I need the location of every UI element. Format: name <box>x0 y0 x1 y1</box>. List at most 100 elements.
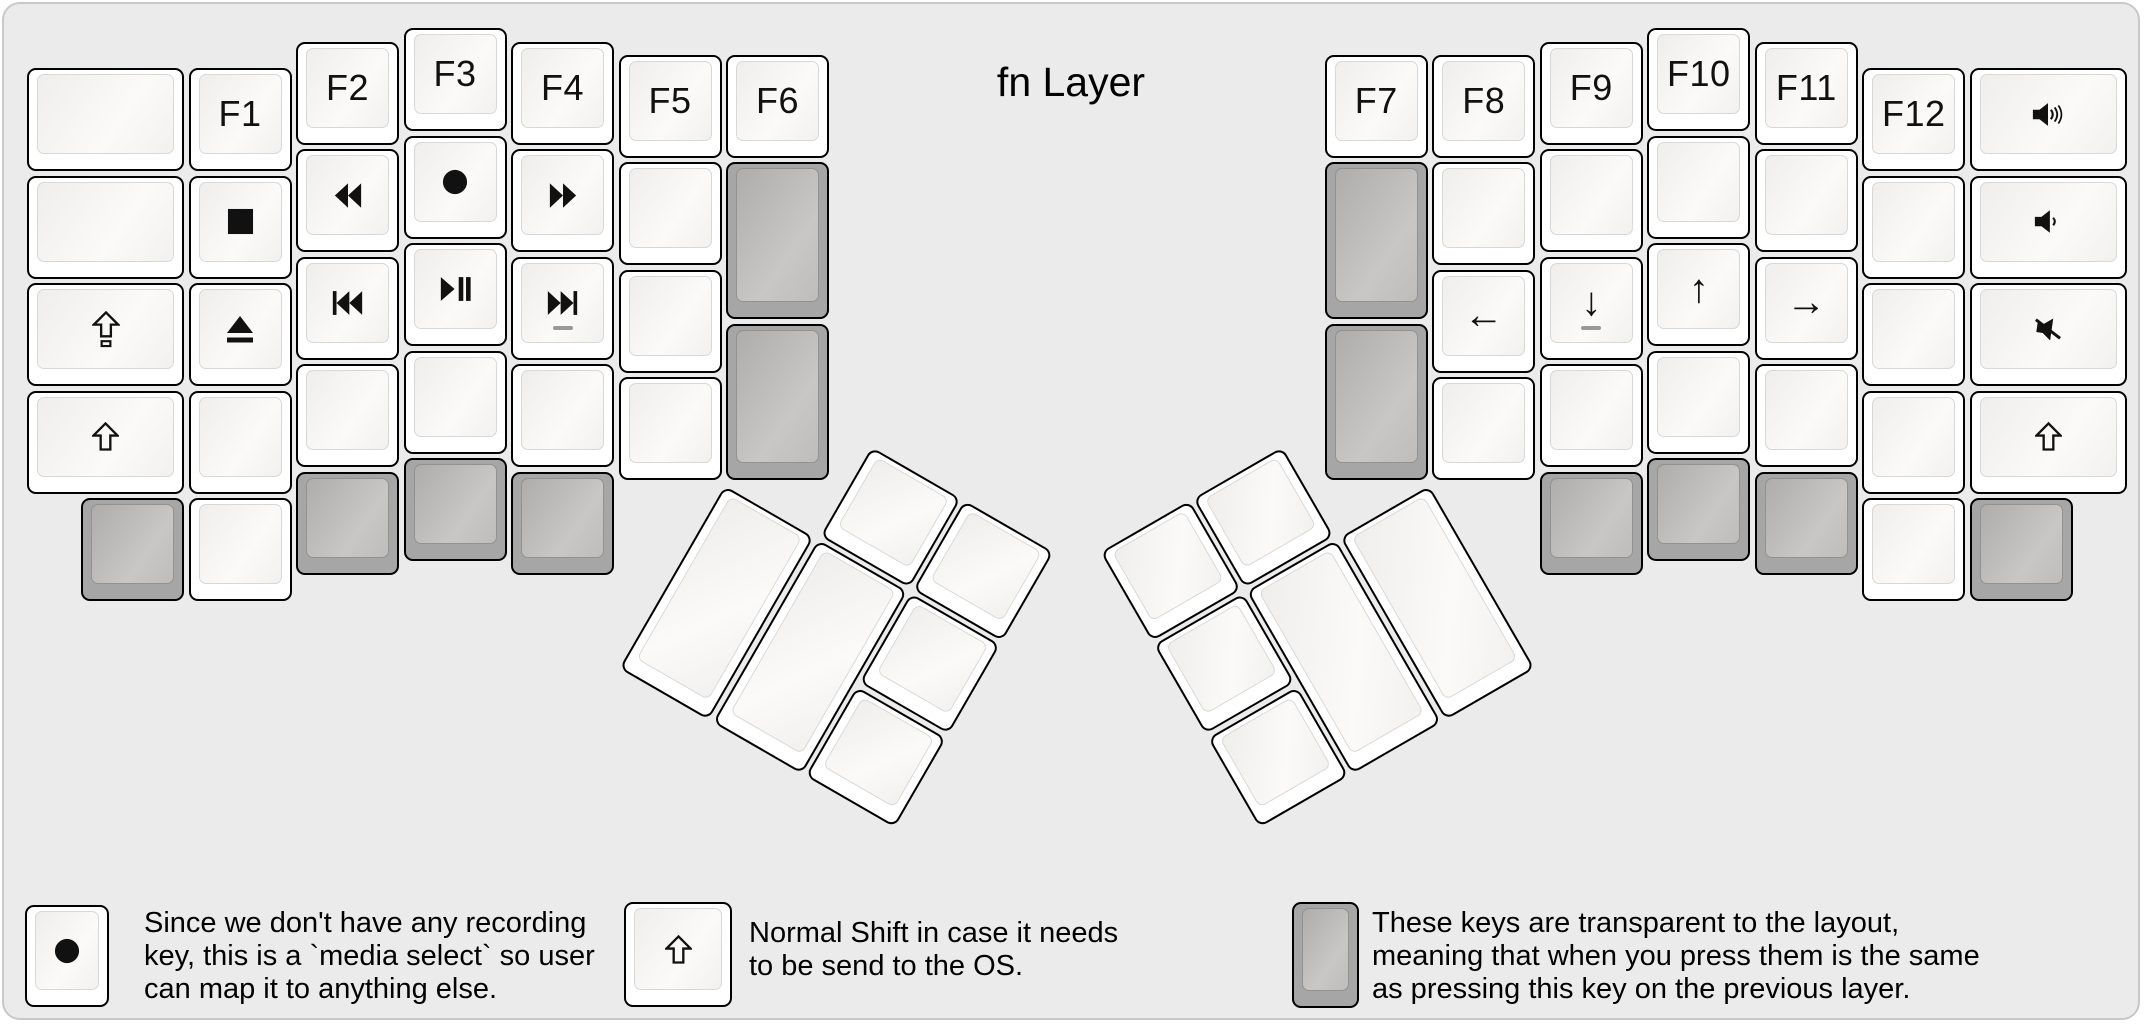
keytop <box>1872 396 1956 477</box>
keytop <box>37 396 175 477</box>
keytop <box>198 181 282 262</box>
key-f10: F10 <box>1647 28 1751 132</box>
key-label: F6 <box>755 79 799 121</box>
legend-key-transparent <box>1292 902 1359 1008</box>
key-blank <box>27 175 185 279</box>
key-blank <box>1862 283 1966 387</box>
keytop <box>1872 289 1956 370</box>
key-blank <box>27 68 185 172</box>
keytop <box>37 181 175 262</box>
keytop: ← <box>1442 275 1526 356</box>
keytop <box>306 370 389 450</box>
key-label: ← <box>1463 293 1504 338</box>
key-f11: F11 <box>1754 41 1858 145</box>
key-blank <box>1647 135 1751 239</box>
keytop <box>1549 370 1633 450</box>
homing-bar <box>552 326 573 330</box>
legend-key-shift <box>624 902 732 1007</box>
keytop <box>521 477 604 558</box>
keytop <box>198 504 282 585</box>
fast-forward-icon <box>548 182 578 209</box>
keytop <box>634 908 722 990</box>
keytop <box>1764 155 1848 235</box>
key-blank <box>1754 364 1858 467</box>
key-f3: F3 <box>403 28 507 132</box>
keytop <box>1549 155 1633 235</box>
keytop <box>91 504 174 585</box>
key-label: F3 <box>433 53 477 95</box>
key-f2: F2 <box>296 41 399 145</box>
key-blank <box>1647 350 1751 454</box>
stop-icon <box>227 208 254 235</box>
key-f7: F7 <box>1324 54 1428 158</box>
keytop <box>198 396 282 477</box>
keytop: ↓ <box>1549 262 1633 343</box>
keytop <box>413 356 497 437</box>
key-transparent <box>403 458 507 562</box>
shift-icon <box>664 934 692 964</box>
key-f9: F9 <box>1539 41 1643 145</box>
keytop <box>1764 370 1848 450</box>
keytop <box>521 262 604 343</box>
keytop <box>35 911 99 990</box>
keytop <box>1302 908 1349 991</box>
key-arrow-right: → <box>1754 256 1858 360</box>
key-transparent <box>726 323 829 481</box>
keytop <box>736 329 819 464</box>
keytop <box>521 370 604 450</box>
key-arrow-left: ← <box>1432 269 1536 373</box>
key-label: F2 <box>325 66 369 108</box>
keytop <box>1111 510 1224 622</box>
key-blank <box>1432 377 1536 481</box>
eject-icon <box>226 315 254 343</box>
keytop <box>1872 181 1956 262</box>
key-label: F7 <box>1354 79 1398 121</box>
key-blank <box>1539 149 1643 252</box>
keytop: F10 <box>1657 34 1741 115</box>
keytop <box>37 74 175 155</box>
key-blank <box>1862 175 1966 279</box>
keytop <box>1979 181 2117 262</box>
key-label: F11 <box>1775 66 1837 108</box>
homing-bar <box>1581 326 1602 330</box>
keytop <box>837 456 949 568</box>
keytop <box>1549 477 1633 558</box>
next-track-icon <box>546 290 579 316</box>
keytop <box>306 477 389 558</box>
record-icon <box>54 938 80 964</box>
keytop <box>1657 356 1741 437</box>
keytop <box>1657 464 1741 545</box>
keytop <box>1979 74 2117 155</box>
keytop: F5 <box>628 60 712 141</box>
keytop <box>628 383 712 464</box>
key-volume-up <box>1969 68 2127 172</box>
keytop <box>1334 168 1418 303</box>
keytop <box>1980 504 2063 585</box>
keytop: ↑ <box>1657 249 1741 330</box>
key-caps-lock <box>27 283 185 387</box>
keytop <box>1657 141 1741 222</box>
key-f1: F1 <box>188 68 292 172</box>
key-f5: F5 <box>618 54 722 158</box>
key-transparent <box>726 162 829 320</box>
key-label: F4 <box>540 66 584 108</box>
key-f4: F4 <box>511 41 614 145</box>
keytop: F7 <box>1334 60 1418 141</box>
key-blank <box>1862 390 1966 494</box>
key-blank <box>1862 498 1966 602</box>
key-fast-forward <box>511 149 614 252</box>
legend-normal-shift-text: Normal Shift in case it needs to be send… <box>749 917 1119 982</box>
key-transparent <box>1970 498 2073 602</box>
key-blank <box>403 350 507 454</box>
key-arrow-up: ↑ <box>1647 243 1751 347</box>
keytop <box>413 249 497 330</box>
keytop <box>628 275 712 356</box>
keytop <box>198 289 282 370</box>
key-label: F12 <box>1882 93 1946 135</box>
keytop <box>1204 456 1317 568</box>
key-f8: F8 <box>1432 54 1536 158</box>
keytop <box>1979 289 2117 370</box>
key-transparent <box>81 498 184 602</box>
keytop <box>413 464 497 545</box>
keytop <box>37 289 175 370</box>
